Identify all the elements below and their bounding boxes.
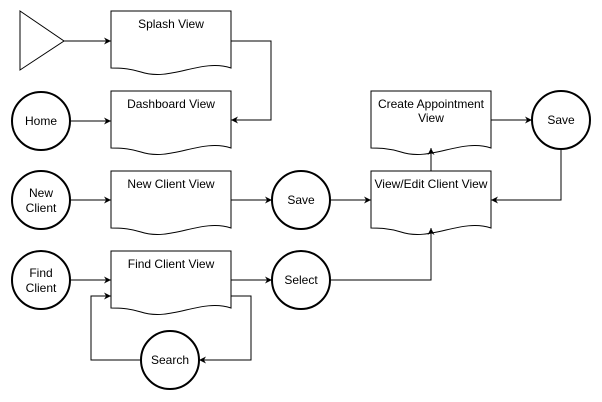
dashboard-view-document: Dashboard View — [110, 90, 232, 155]
home-circle: Home — [11, 91, 71, 151]
new-client-circle: New Client — [11, 170, 71, 230]
start-triangle — [19, 10, 65, 71]
splash-view-document: Splash View — [110, 10, 232, 75]
edge-search-to-find-view — [90, 292, 141, 361]
new-client-view-label: New Client View — [127, 177, 214, 191]
splash-view-label: Splash View — [138, 17, 204, 31]
save-appointment-label: Save — [547, 113, 575, 127]
find-client-label-line2: Client — [26, 281, 57, 295]
create-appointment-view-document: Create Appointment View — [370, 90, 492, 155]
new-client-view-document: New Client View — [110, 170, 232, 235]
new-client-label-line1: New — [29, 186, 53, 200]
home-label: Home — [25, 114, 57, 128]
find-client-view-document: Find Client View — [110, 250, 232, 315]
select-circle: Select — [271, 250, 331, 310]
create-appointment-view-label-line1: Create Appointment — [378, 97, 485, 111]
view-edit-client-view-document: View/Edit Client View — [370, 170, 492, 235]
search-circle: Search — [140, 330, 200, 390]
create-appointment-view-label-line2: View — [418, 111, 444, 125]
edge-splash-to-dashboard — [231, 40, 272, 124]
dashboard-view-label: Dashboard View — [127, 97, 215, 111]
save-client-circle: Save — [271, 170, 331, 230]
find-client-label-line1: Find — [29, 266, 52, 280]
select-label: Select — [284, 273, 318, 287]
edge-select-to-view-edit — [330, 228, 435, 281]
edge-save-appointment-to-view-edit — [491, 149, 562, 204]
view-edit-client-view-label: View/Edit Client View — [375, 177, 488, 191]
find-client-view-label: Find Client View — [128, 257, 215, 271]
edge-find-view-to-search — [199, 295, 252, 364]
search-label: Search — [151, 353, 189, 367]
new-client-label-line2: Client — [26, 201, 57, 215]
save-appointment-circle: Save — [531, 90, 591, 150]
find-client-circle: Find Client — [11, 250, 71, 310]
save-client-label: Save — [287, 193, 315, 207]
